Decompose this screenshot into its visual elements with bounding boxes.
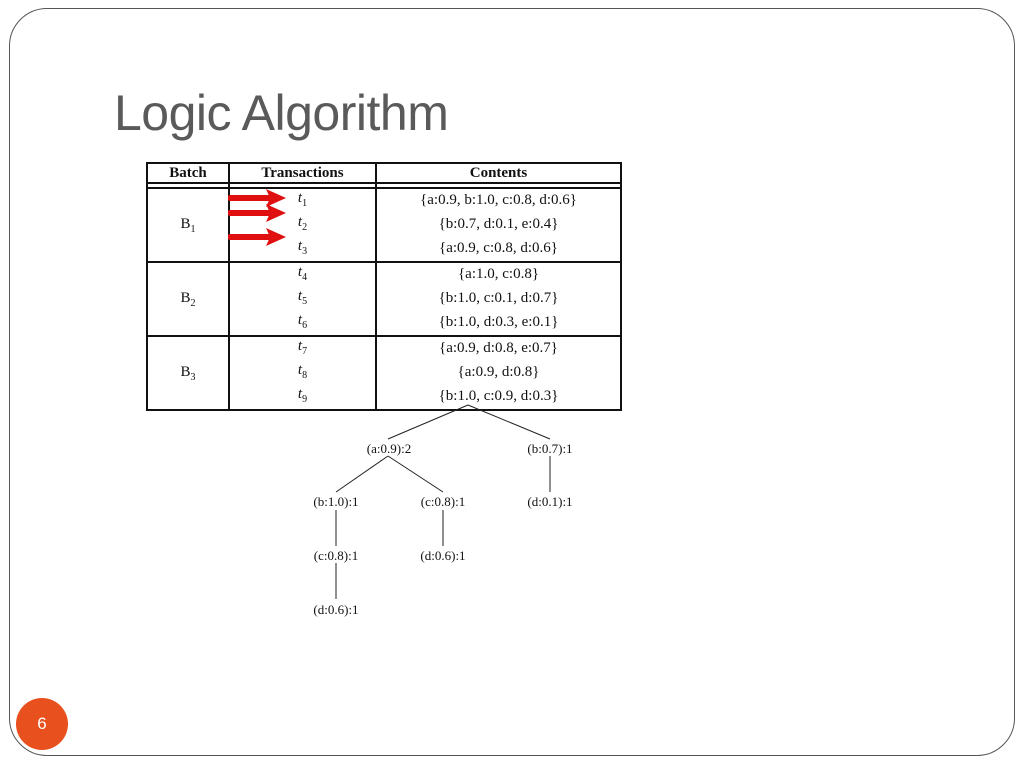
prefix-tree-diagram: (a:0.9):2 (b:0.7):1 (b:1.0):1 (c:0.8):1 … — [313, 404, 573, 617]
table-row: t6 {b:1.0, d:0.3, e:0.1} — [147, 311, 622, 337]
tree-node-b-root: (b:0.7):1 — [527, 441, 572, 456]
contents-cell: {b:1.0, d:0.3, e:0.1} — [375, 311, 622, 337]
batch-cell: B2 — [146, 261, 230, 337]
transaction-cell: t9 — [228, 385, 377, 411]
contents-cell: {a:1.0, c:0.8} — [375, 261, 622, 287]
slide-title: Logic Algorithm — [114, 85, 449, 141]
table-row: t8 {a:0.9, d:0.8} — [147, 361, 622, 385]
transaction-cell: t4 — [228, 261, 377, 287]
tree-node-abcd: (d:0.6):1 — [313, 602, 358, 617]
header-contents: Contents — [375, 162, 622, 184]
tree-edge — [387, 455, 444, 493]
contents-cell: {b:1.0, c:0.9, d:0.3} — [375, 385, 622, 411]
contents-cell: {a:0.9, b:1.0, c:0.8, d:0.6} — [375, 187, 622, 213]
tree-node-ab: (b:1.0):1 — [313, 494, 358, 509]
tree-edge — [335, 455, 389, 493]
highlight-arrows — [228, 189, 286, 246]
batch-cell: B3 — [146, 335, 230, 411]
transaction-cell: t6 — [228, 311, 377, 337]
arrow-right-icon — [228, 204, 286, 222]
contents-cell: {b:0.7, d:0.1, e:0.4} — [375, 213, 622, 237]
tree-node-a: (a:0.9):2 — [367, 441, 411, 456]
table-header-row: Batch Transactions Contents — [146, 162, 622, 184]
table-row: B2 t4 {a:1.0, c:0.8} — [146, 261, 622, 337]
transaction-cell: t7 — [228, 335, 377, 361]
header-batch: Batch — [146, 162, 230, 184]
table-row: t3 {a:0.9, c:0.8, d:0.6} — [147, 237, 622, 263]
transaction-cell: t3 — [228, 237, 377, 263]
transaction-cell: t5 — [228, 287, 377, 311]
contents-cell: {a:0.9, d:0.8, e:0.7} — [375, 335, 622, 361]
page-number-badge: 6 — [16, 698, 68, 750]
arrow-right-icon — [228, 189, 286, 207]
transaction-cell: t8 — [228, 361, 377, 385]
table-row: t5 {b:1.0, c:0.1, d:0.7} — [147, 287, 622, 311]
contents-cell: {a:0.9, d:0.8} — [375, 361, 622, 385]
arrow-right-icon — [228, 228, 286, 246]
tree-node-acd: (d:0.6):1 — [420, 548, 465, 563]
tree-node-bd: (d:0.1):1 — [527, 494, 572, 509]
tree-node-abc: (c:0.8):1 — [314, 548, 358, 563]
batch-cell: B1 — [146, 187, 230, 263]
header-transactions: Transactions — [228, 162, 377, 184]
table-spacer — [146, 183, 622, 188]
table-row: t9 {b:1.0, c:0.9, d:0.3} — [147, 385, 622, 411]
tree-node-ac: (c:0.8):1 — [421, 494, 465, 509]
tree-edge — [387, 404, 469, 440]
table-row: B1 t1 {a:0.9, b:1.0, c:0.8, d:0.6} — [146, 187, 622, 263]
tree-edge — [467, 404, 551, 440]
contents-cell: {b:1.0, c:0.1, d:0.7} — [375, 287, 622, 311]
contents-cell: {a:0.9, c:0.8, d:0.6} — [375, 237, 622, 263]
transactions-table: Batch Transactions Contents B1 t1 {a:0.9… — [146, 162, 622, 411]
transaction-cell: t2 — [228, 213, 377, 237]
table-row: B3 t7 {a:0.9, d:0.8, e:0.7} — [146, 335, 622, 411]
table-row: t2 {b:0.7, d:0.1, e:0.4} — [147, 213, 622, 237]
